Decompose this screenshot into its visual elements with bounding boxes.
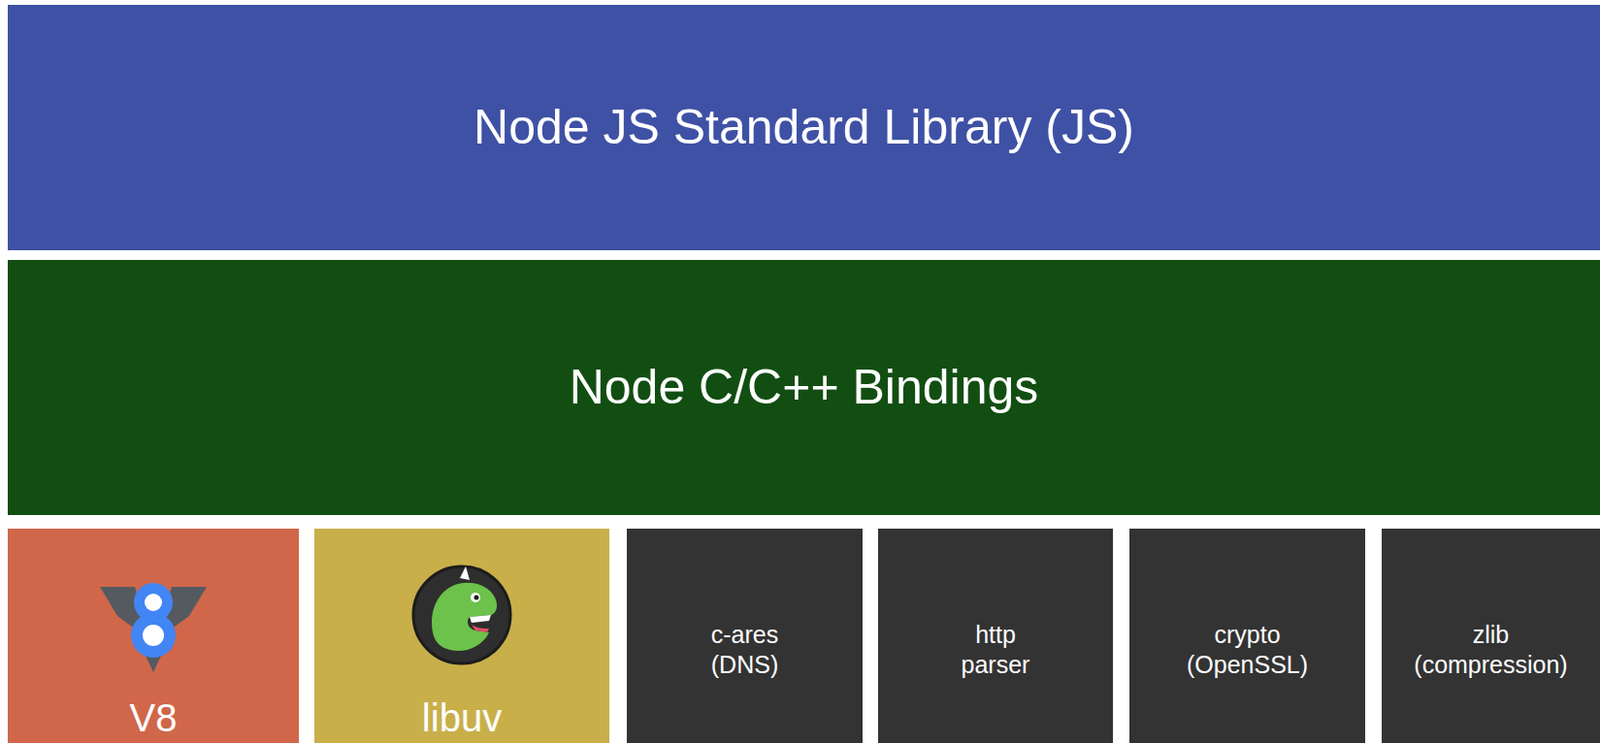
component-label: zlib (compression) xyxy=(1407,620,1575,682)
v8-logo-ring xyxy=(130,613,176,658)
v8-logo-hole xyxy=(142,624,164,647)
libuv-logo-teeth xyxy=(469,615,491,623)
library-box: crypto (OpenSSL) xyxy=(1129,528,1366,743)
library-box: libuv xyxy=(314,528,610,743)
component-label: V8 xyxy=(130,693,178,743)
libuv-logo-disc xyxy=(413,566,511,664)
engine-box: V8 xyxy=(7,528,299,743)
v8-logo xyxy=(99,577,207,675)
component-label: c-ares (DNS) xyxy=(691,620,799,682)
libuv-logo-pupil xyxy=(474,595,480,601)
v8-logo-hole xyxy=(144,593,163,612)
library-box: http parser xyxy=(878,528,1113,743)
layer-band: Node JS Standard Library (JS) xyxy=(7,4,1600,251)
layer-band: Node C/C++ Bindings xyxy=(7,260,1600,516)
library-box: zlib (compression) xyxy=(1381,528,1600,743)
libuv-logo-tongue xyxy=(471,624,490,633)
libuv-logo xyxy=(411,564,513,666)
libuv-logo-eye xyxy=(470,592,481,603)
component-label: libuv xyxy=(422,693,502,743)
layer-label: Node C/C++ Bindings xyxy=(569,357,1040,419)
library-box: c-ares (DNS) xyxy=(626,528,863,743)
component-label: crypto (OpenSSL) xyxy=(1175,620,1321,682)
libuv-logo-dino xyxy=(431,583,497,652)
libuv-logo-horn xyxy=(459,566,470,581)
component-label: http parser xyxy=(942,620,1049,682)
layer-label: Node JS Standard Library (JS) xyxy=(473,97,1135,159)
